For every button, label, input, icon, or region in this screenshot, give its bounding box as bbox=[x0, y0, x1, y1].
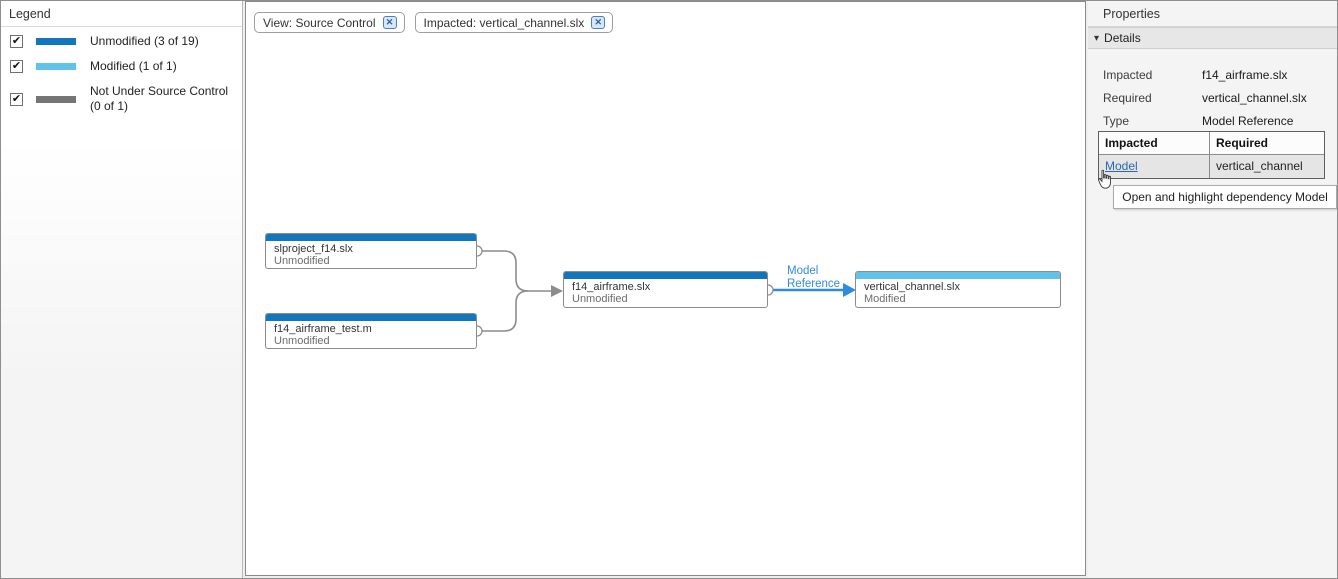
node-vertical-channel[interactable]: vertical_channel.slx Modified bbox=[855, 271, 1061, 308]
table-row: Model vertical_channel bbox=[1099, 155, 1324, 178]
table-cell-required: vertical_channel bbox=[1210, 155, 1324, 178]
properties-panel: Properties ▾ Details Impacted f14_airfra… bbox=[1088, 1, 1337, 578]
node-status: Unmodified bbox=[572, 293, 628, 305]
table-header-required: Required bbox=[1210, 132, 1324, 155]
legend-items: ✔ Unmodified (3 of 19) ✔ Modified (1 of … bbox=[1, 27, 242, 114]
properties-title: Properties bbox=[1088, 1, 1337, 27]
field-label: Impacted bbox=[1103, 67, 1153, 82]
field-value: vertical_channel.slx bbox=[1202, 90, 1307, 105]
legend-checkbox-unmodified[interactable]: ✔ bbox=[10, 35, 23, 48]
unmodified-color-swatch bbox=[36, 38, 76, 45]
node-status: Unmodified bbox=[274, 255, 330, 267]
hand-cursor-icon bbox=[1098, 169, 1111, 189]
field-label: Required bbox=[1103, 90, 1152, 105]
edge-label-model-reference[interactable]: Model Reference bbox=[787, 265, 841, 290]
node-title: vertical_channel.slx bbox=[864, 281, 960, 293]
node-status-strip bbox=[856, 272, 1060, 279]
not-under-source-control-color-swatch bbox=[36, 95, 76, 103]
node-status-strip bbox=[266, 314, 476, 321]
tooltip: Open and highlight dependency Model bbox=[1113, 185, 1337, 209]
node-status-strip bbox=[564, 272, 767, 279]
node-title: slproject_f14.slx bbox=[274, 243, 353, 255]
field-value: Model Reference bbox=[1202, 113, 1294, 128]
node-title: f14_airframe_test.m bbox=[274, 323, 372, 335]
node-status-strip bbox=[266, 234, 476, 241]
details-section-label: Details bbox=[1104, 31, 1141, 45]
legend-checkbox-modified[interactable]: ✔ bbox=[10, 60, 23, 73]
node-f14-airframe-test[interactable]: f14_airframe_test.m Unmodified bbox=[265, 313, 477, 349]
model-link[interactable]: Model bbox=[1105, 159, 1138, 173]
legend-item-unmodified: ✔ Unmodified (3 of 19) bbox=[10, 34, 236, 49]
filter-chip-impacted: Impacted: vertical_channel.slx ✕ bbox=[414, 12, 614, 33]
gray-arrowhead-icon bbox=[551, 285, 563, 297]
field-row-impacted: Impacted f14_airframe.slx bbox=[1088, 63, 1337, 86]
legend-label: Not Under Source Control (0 of 1) bbox=[90, 84, 229, 113]
remove-filter-icon[interactable]: ✕ bbox=[382, 16, 397, 29]
node-slproject-f14[interactable]: slproject_f14.slx Unmodified bbox=[265, 233, 477, 269]
details-section-header[interactable]: ▾ Details bbox=[1088, 27, 1337, 49]
dependency-table: Impacted Required Model vertical_channel bbox=[1098, 131, 1325, 179]
legend-panel: Legend ✔ Unmodified (3 of 19) ✔ Modified… bbox=[1, 1, 243, 578]
collapse-caret-icon: ▾ bbox=[1094, 32, 1100, 44]
field-row-type: Type Model Reference bbox=[1088, 109, 1337, 132]
field-label: Type bbox=[1103, 113, 1130, 128]
table-header-impacted: Impacted bbox=[1099, 132, 1210, 155]
edge-slproject-to-airframe bbox=[477, 250, 552, 292]
edge-test-to-airframe bbox=[477, 290, 529, 332]
table-cell-impacted: Model bbox=[1099, 155, 1210, 178]
legend-item-not-under-source-control: ✔ Not Under Source Control (0 of 1) bbox=[10, 84, 236, 114]
blue-arrowhead-icon bbox=[843, 283, 856, 297]
legend-title: Legend bbox=[1, 1, 242, 27]
filter-chip-label: Impacted: vertical_channel.slx bbox=[423, 15, 585, 30]
node-status: Unmodified bbox=[274, 335, 330, 347]
legend-label: Modified (1 of 1) bbox=[90, 59, 177, 73]
legend-label: Unmodified (3 of 19) bbox=[90, 34, 199, 48]
filter-chip-label: View: Source Control bbox=[263, 15, 376, 30]
details-fields: Impacted f14_airframe.slx Required verti… bbox=[1088, 63, 1337, 132]
node-f14-airframe[interactable]: f14_airframe.slx Unmodified bbox=[563, 271, 768, 308]
node-status: Modified bbox=[864, 293, 906, 305]
dependency-graph-canvas[interactable]: View: Source Control ✕ Impacted: vertica… bbox=[245, 1, 1086, 576]
node-title: f14_airframe.slx bbox=[572, 281, 651, 293]
field-value: f14_airframe.slx bbox=[1202, 67, 1288, 82]
legend-checkbox-not-under-source-control[interactable]: ✔ bbox=[10, 92, 23, 106]
table-header-row: Impacted Required bbox=[1099, 132, 1324, 155]
legend-item-modified: ✔ Modified (1 of 1) bbox=[10, 59, 236, 74]
filter-chip-view-source-control: View: Source Control ✕ bbox=[254, 12, 405, 33]
modified-color-swatch bbox=[36, 63, 76, 70]
remove-filter-icon[interactable]: ✕ bbox=[591, 16, 606, 29]
field-row-required: Required vertical_channel.slx bbox=[1088, 86, 1337, 109]
filter-chips: View: Source Control ✕ Impacted: vertica… bbox=[254, 12, 614, 33]
